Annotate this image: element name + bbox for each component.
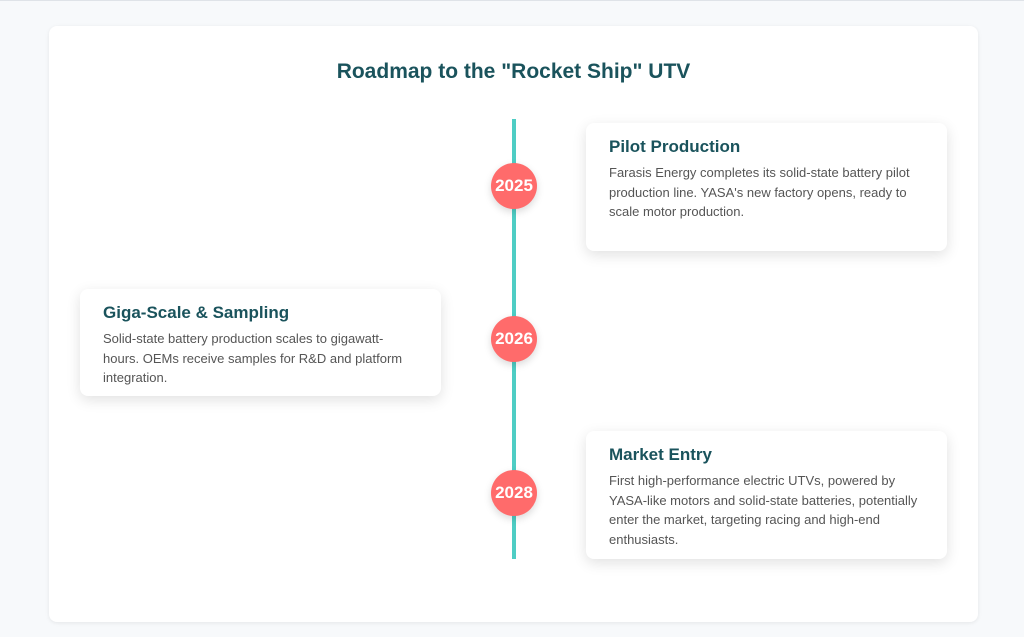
timeline-card-giga-scale: Giga-Scale & Sampling Solid-state batter… (80, 289, 441, 396)
roadmap-panel: Roadmap to the "Rocket Ship" UTV 2025 20… (49, 26, 978, 622)
year-marker-2025: 2025 (491, 163, 537, 209)
card-text: Solid-state battery production scales to… (103, 331, 403, 385)
timeline-card-pilot-production: Pilot Production Farasis Energy complete… (586, 123, 947, 251)
card-text: First high-performance electric UTVs, po… (609, 473, 918, 547)
card-title: Market Entry (609, 445, 712, 464)
card-text: Farasis Energy completes its solid-state… (609, 165, 910, 219)
page-title: Roadmap to the "Rocket Ship" UTV (336, 60, 691, 83)
card-title: Giga-Scale & Sampling (103, 303, 290, 322)
timeline-card-market-entry: Market Entry First high-performance elec… (586, 431, 947, 559)
card-title: Pilot Production (609, 137, 741, 156)
year-marker-2026: 2026 (491, 316, 537, 362)
year-marker-2028: 2028 (491, 470, 537, 516)
